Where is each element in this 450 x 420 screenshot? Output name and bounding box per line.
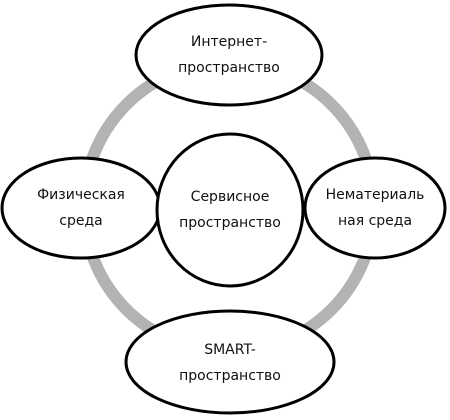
node-right-line2: ная среда: [337, 213, 413, 229]
node-center-line1: Сервисное: [190, 189, 270, 205]
node-top-ellipse: [134, 3, 324, 107]
node-top-line2: пространство: [178, 60, 280, 76]
node-right-label: Нематериаль ная среда: [306, 163, 444, 253]
node-bottom-ellipse: [124, 309, 336, 415]
node-left-line1: Физическая: [37, 187, 125, 203]
node-left-line2: среда: [59, 213, 103, 229]
node-top-label: Интернет- пространство: [136, 10, 322, 100]
node-bottom-line1: SMART-: [204, 342, 256, 358]
node-right-line1: Нематериаль: [325, 187, 425, 203]
node-top-line1: Интернет-: [190, 34, 268, 50]
node-bottom-label: SMART- пространство: [130, 318, 330, 408]
node-center-label: Сервисное пространство: [160, 165, 300, 255]
node-right-ellipse: [303, 156, 447, 260]
node-center-line2: пространство: [179, 215, 281, 231]
node-center-ellipse: [155, 132, 305, 288]
node-left-label: Физическая среда: [6, 163, 156, 253]
node-bottom-line2: пространство: [179, 368, 281, 384]
